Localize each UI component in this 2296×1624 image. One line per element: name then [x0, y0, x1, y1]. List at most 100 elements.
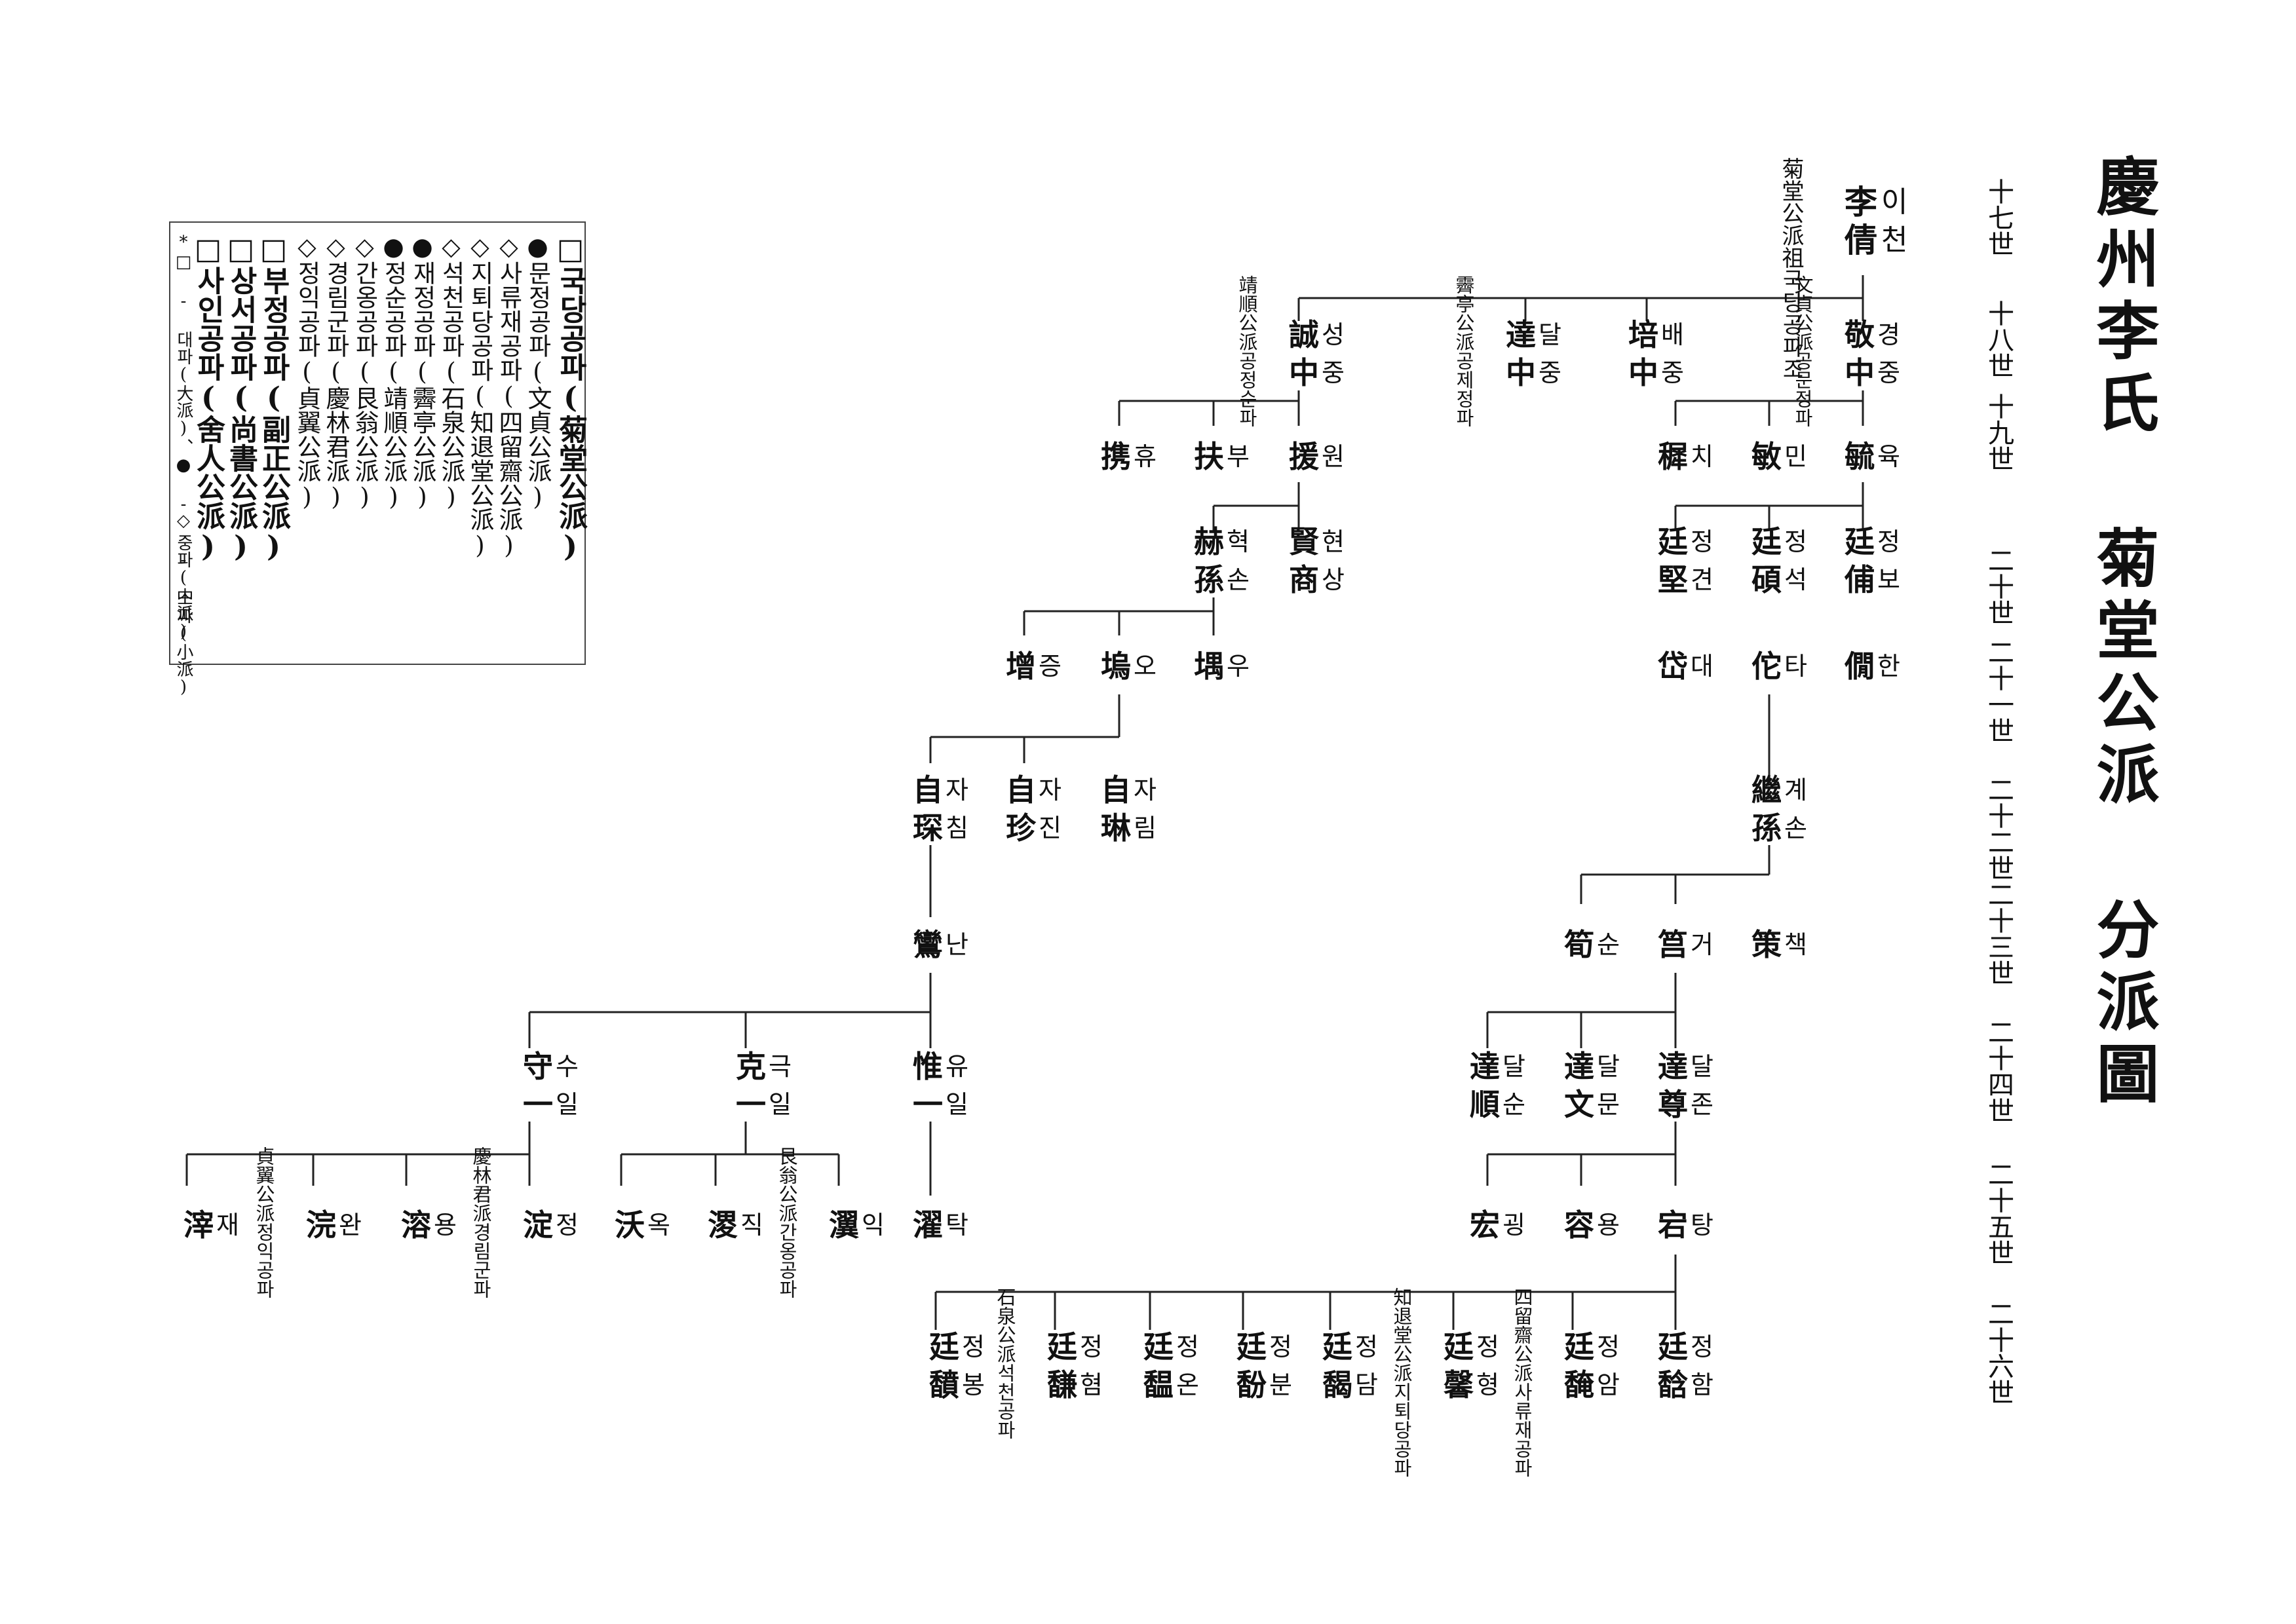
- legend-item: ◇간옹공파(艮翁公派): [351, 233, 379, 511]
- generation-label: 二十世: [1983, 547, 2014, 626]
- person-hanja: 赫孫: [1194, 524, 1224, 597]
- legend-item: □상서공파(尚書公派): [224, 233, 258, 563]
- person-reading: 육: [1877, 442, 1900, 471]
- person-hanja: 敬中: [1845, 317, 1875, 390]
- legend-item: ◇지퇴당공파(知退堂公派): [466, 233, 494, 559]
- legend-item: ◇사류재공파(四留齋公派): [495, 233, 523, 559]
- person-hanja: 溭: [708, 1207, 738, 1243]
- person-hanja: 廷馚: [1236, 1329, 1267, 1403]
- person-reading: 순: [1597, 930, 1620, 959]
- person-hanja: 援: [1289, 439, 1319, 474]
- person-hanja: 達文: [1564, 1049, 1594, 1122]
- person-hanja: 滓: [183, 1207, 214, 1243]
- person-reading: 옥: [647, 1211, 670, 1239]
- person-hanja: 廷馧: [1143, 1329, 1174, 1403]
- person-hanja: 廷馣: [1564, 1329, 1594, 1403]
- generation-label: 十九世: [1983, 393, 2014, 472]
- legend-item: ◇정익공파(貞翼公派): [293, 233, 321, 511]
- person-hanja: 達中: [1506, 317, 1536, 390]
- generation-label: 二十四世: [1983, 1019, 2014, 1124]
- person-hanja: 增: [1006, 649, 1036, 684]
- person-reading: 증: [1039, 652, 1062, 681]
- person-hanja: 繼孫: [1751, 772, 1782, 846]
- person-reading: 민: [1784, 442, 1807, 471]
- person-reading: 정: [556, 1211, 579, 1239]
- person-reading: 완: [339, 1211, 362, 1239]
- person-hanja: 毓: [1845, 439, 1875, 474]
- branch-note: 貞翼公派정익공파: [253, 1146, 275, 1298]
- legend-item: ●재정공파(霽亭公派): [408, 233, 436, 511]
- person-reading: 부: [1227, 442, 1250, 471]
- generation-label: 十八世: [1983, 300, 2014, 379]
- branch-note: 文貞公派공문정파: [1791, 275, 1814, 427]
- person-hanja: 携: [1101, 439, 1131, 474]
- person-hanja: 廷馨: [1444, 1329, 1474, 1403]
- person-reading: 원: [1322, 442, 1345, 471]
- person-hanja: 敏: [1751, 439, 1782, 474]
- person-hanja: 達尊: [1658, 1049, 1688, 1122]
- person-hanja: 宕: [1658, 1207, 1688, 1243]
- person-reading: 거: [1691, 930, 1713, 959]
- person-reading: 탕: [1691, 1211, 1713, 1239]
- person-reading: 타: [1784, 652, 1807, 681]
- founder-hanja: 李 倩: [1845, 183, 1877, 259]
- person-hanja: 宏: [1470, 1207, 1500, 1243]
- person-hanja: 策: [1751, 927, 1782, 962]
- generation-label: 二十三世: [1983, 881, 2014, 986]
- person-reading: 휴: [1134, 442, 1157, 471]
- person-hanja: 穉: [1658, 439, 1688, 474]
- person-hanja: 自琛: [913, 772, 943, 846]
- person-reading: 오: [1134, 652, 1157, 681]
- person-hanja: 廷堅: [1658, 524, 1688, 597]
- branch-note: 四留齋公派사류재공파: [1511, 1287, 1533, 1477]
- person-reading: 대: [1691, 652, 1713, 681]
- person-reading: 책: [1784, 930, 1807, 959]
- legend-item: □국당공파(菊堂公派): [554, 233, 587, 563]
- person-hanja: 賢商: [1289, 524, 1319, 597]
- legend-box: □국당공파(菊堂公派)●문정공파(文貞公派)◇사류재공파(四留齋公派)◇지퇴당공…: [169, 221, 587, 697]
- person-hanja: 自琳: [1101, 772, 1131, 846]
- person-hanja: 廷俌: [1845, 524, 1875, 597]
- person-reading: 굉: [1502, 1211, 1525, 1239]
- person-hanja: 僩: [1845, 649, 1875, 684]
